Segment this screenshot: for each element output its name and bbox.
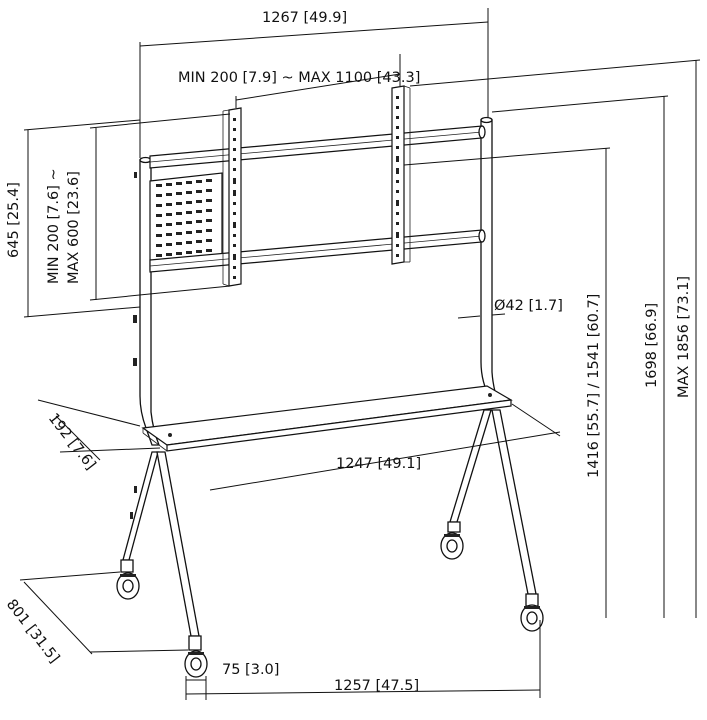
dim-shelf-depth: 192 [7.6] bbox=[45, 411, 99, 473]
caster-front-left bbox=[116, 572, 140, 600]
dim-vesa-vertical-line1: MIN 200 [7.6] ~ bbox=[46, 168, 62, 284]
left-rear-leg bbox=[156, 451, 202, 651]
caster-front-right bbox=[440, 532, 464, 560]
dim-column-height: 645 [25.4] bbox=[6, 182, 22, 258]
shelf bbox=[141, 385, 513, 452]
right-front-leg bbox=[447, 409, 492, 533]
dim-vesa-horizontal: MIN 200 [7.9] ~ MAX 1100 [43.3] bbox=[178, 70, 420, 86]
caster-rear-right bbox=[520, 604, 544, 632]
dim-top-height: 1698 [66.9] bbox=[644, 303, 660, 388]
dimension-lines bbox=[19, 8, 701, 700]
floor-stand bbox=[116, 85, 544, 678]
dim-base-width: 1257 [47.5] bbox=[334, 678, 419, 694]
left-vesa-arm bbox=[222, 107, 242, 287]
perforated-mount-plate bbox=[149, 172, 223, 271]
dim-vesa-vertical-line2: MAX 600 [23.6] bbox=[66, 171, 82, 284]
left-front-leg bbox=[120, 451, 159, 573]
dim-overall-width: 1267 [49.9] bbox=[262, 10, 347, 26]
right-vesa-arm bbox=[391, 85, 411, 265]
right-upright bbox=[480, 116, 500, 406]
dim-tube-diameter: Ø42 [1.7] bbox=[494, 298, 563, 314]
dim-base-depth: 801 [31.5] bbox=[3, 597, 62, 667]
dim-leg-offset: 75 [3.0] bbox=[222, 662, 279, 678]
right-rear-leg bbox=[491, 409, 539, 607]
dim-center-height: 1416 [55.7] / 1541 [60.7] bbox=[586, 294, 602, 478]
left-upright bbox=[133, 156, 160, 446]
dimension-labels: 1267 [49.9] MIN 200 [7.9] ~ MAX 1100 [43… bbox=[3, 10, 692, 694]
dim-max-height: MAX 1856 [73.1] bbox=[676, 276, 692, 398]
dim-shelf-width: 1247 [49.1] bbox=[336, 456, 421, 472]
upper-rail bbox=[149, 125, 486, 169]
caster-rear-left bbox=[184, 650, 208, 678]
